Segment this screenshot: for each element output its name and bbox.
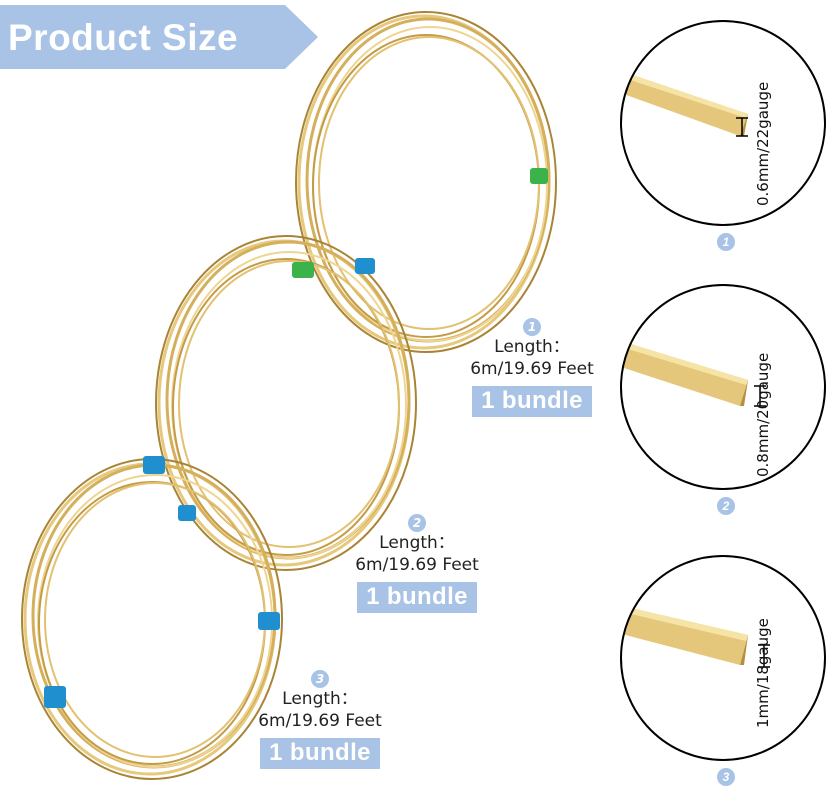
detail-3-number-badge: 3: [717, 768, 735, 786]
coil-3-tie-blue-right: [258, 612, 280, 630]
coil-2-tie-green: [292, 262, 314, 278]
banner-title: Product Size: [8, 17, 239, 58]
detail-2-number-badge: 2: [717, 497, 735, 515]
detail-1-number-badge: 1: [717, 233, 735, 251]
detail-1-gauge: 0.6mm/22gauge: [754, 81, 772, 206]
coil-3-tie-blue-left: [44, 686, 66, 708]
coil-2-number-badge: 2: [408, 514, 426, 532]
banner-arrow-shape: [0, 5, 318, 69]
coil-1: [295, 11, 557, 353]
coil-1-label: 1 Length： 6m/19.69 Feet 1 bundle: [452, 316, 612, 417]
detail-3: 1mm/18gauge: [618, 553, 828, 763]
detail-2: 0.8mm/20gauge: [618, 282, 828, 492]
detail-1-magnifier: [620, 20, 826, 226]
coil-1-length-value: 6m/19.69 Feet: [470, 359, 594, 379]
coil-2-tie-blue-lower: [178, 505, 196, 521]
coil-2-tie-blue: [355, 258, 375, 274]
detail-3-magnifier: [620, 555, 826, 761]
coil-3-tie-blue-top: [143, 456, 165, 474]
coil-3-number-badge: 3: [311, 670, 329, 688]
coil-3-bundle-badge: 1 bundle: [260, 738, 380, 769]
coil-3: [21, 456, 283, 780]
coil-3-length-label: Length：: [282, 689, 358, 709]
coil-1-length-label: Length：: [494, 337, 570, 357]
coil-1-bundle-badge: 1 bundle: [472, 386, 592, 417]
coil-1-tie-green: [530, 168, 548, 184]
coil-2-bundle-badge: 1 bundle: [357, 582, 477, 613]
product-size-banner: Product Size: [0, 5, 318, 69]
coil-2-length-value: 6m/19.69 Feet: [355, 555, 479, 575]
coil-3-label: 3 Length： 6m/19.69 Feet 1 bundle: [240, 668, 400, 769]
coil-2-length-label: Length：: [379, 533, 455, 553]
coil-1-number-badge: 1: [523, 318, 541, 336]
detail-2-gauge: 0.8mm/20gauge: [754, 352, 772, 477]
detail-3-gauge: 1mm/18gauge: [754, 618, 772, 728]
detail-2-magnifier: [620, 284, 826, 490]
coil-2-label: 2 Length： 6m/19.69 Feet 1 bundle: [337, 512, 497, 613]
coil-3-length-value: 6m/19.69 Feet: [258, 711, 382, 731]
coil-2: [155, 235, 417, 571]
detail-1: 0.6mm/22gauge: [618, 18, 828, 228]
